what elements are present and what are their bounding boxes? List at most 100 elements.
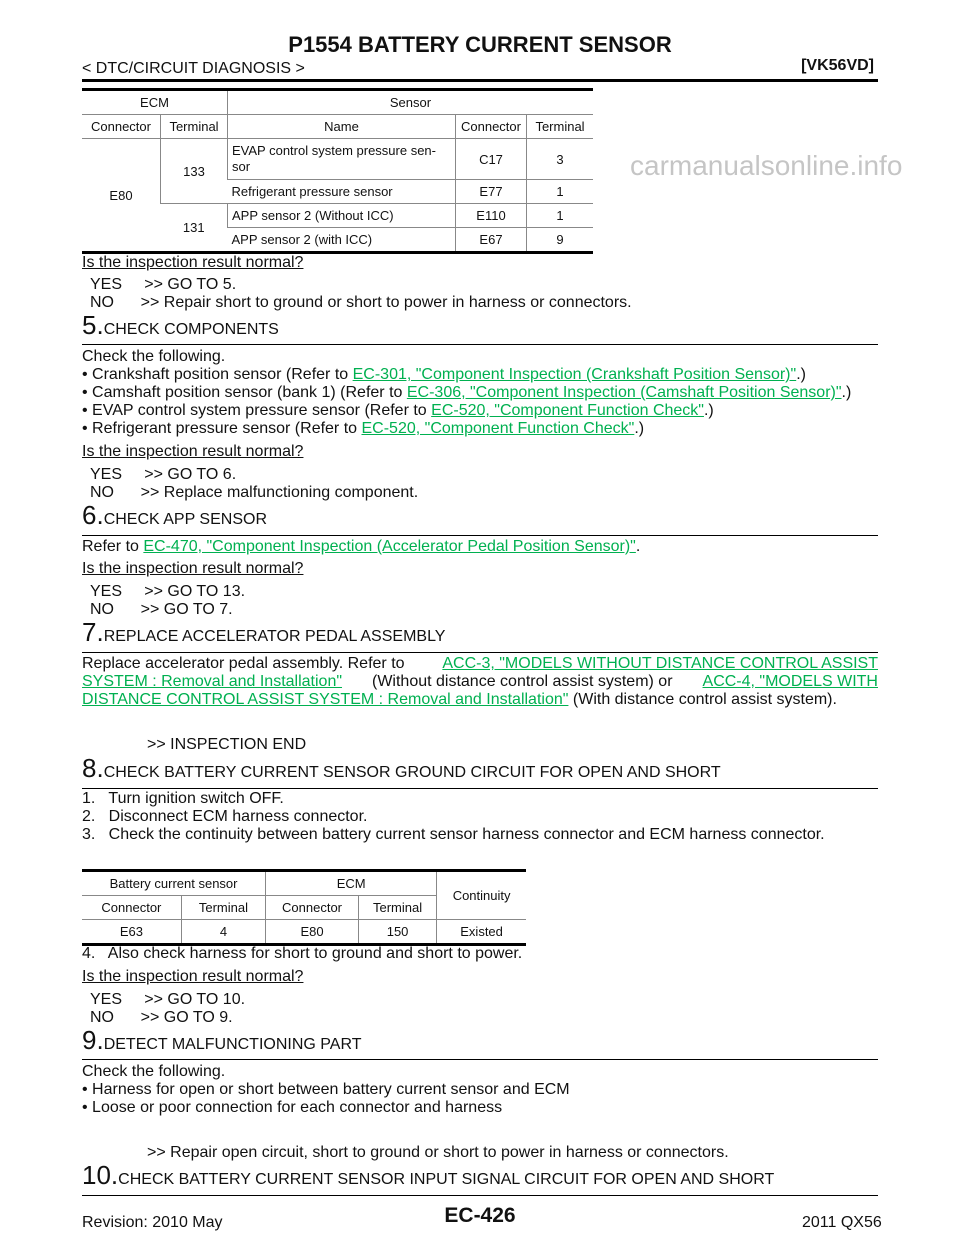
text: (Without distance control assist system)… [367,673,677,690]
cell: C17 [455,138,527,180]
text: Refer to EC-470, "Component Inspection (… [82,538,640,556]
th-terminal: Terminal [180,895,266,920]
step-title: DETECT MALFUNCTIONING PART [103,1036,362,1053]
link-acc-3[interactable]: ACC-3, "MODELS WITHOUT DISTANCE CONTROL … [442,655,878,672]
th-continuity: Continuity [436,869,526,920]
step-6-heading: 6.CHECK APP SENSOR [82,502,267,529]
text: • Refrigerant pressure sensor (Refer to [82,420,362,437]
cell: 3 [526,138,593,180]
cell: E80 [265,919,359,946]
watermark: carmanualsonline.info [630,150,903,181]
yes-result: YES >> GO TO 10. [90,991,246,1008]
text: .) [796,366,806,383]
link-ec-520[interactable]: EC-520, "Component Function Check" [431,402,704,419]
step-9-heading: 9.DETECT MALFUNCTIONING PART [82,1027,362,1054]
link-acc-4[interactable]: DISTANCE CONTROL ASSIST SYSTEM : Removal… [82,691,569,708]
th-bcs: Battery current sensor [82,869,266,896]
question: Is the inspection result normal? [82,254,304,271]
cell: 150 [357,919,437,946]
step-number: 5. [82,310,104,340]
cell: 133 [160,138,228,204]
step-number: 9. [82,1025,104,1055]
bullet: • EVAP control system pressure sensor (R… [82,402,714,420]
step-number: 10. [82,1160,119,1190]
step-title: CHECK BATTERY CURRENT SENSOR INPUT SIGNA… [118,1171,775,1188]
list-item: 4. Also check harness for short to groun… [82,945,523,962]
divider [82,344,878,345]
cell: E77 [455,179,527,204]
step-title: REPLACE ACCELERATOR PEDAL ASSEMBLY [103,628,446,645]
cell: 1 [526,179,593,204]
step-number: 6. [82,500,104,530]
th-terminal: Terminal [357,895,437,920]
result-text: >> Repair open circuit, short to ground … [147,1144,729,1161]
text: .) [634,420,645,437]
link-ec-306[interactable]: EC-306, "Component Inspection (Camshaft … [406,384,842,401]
yes-result: YES >> GO TO 5. [90,276,237,293]
list-item: 3. Check the continuity between battery … [82,826,825,843]
page-title: P1554 BATTERY CURRENT SENSOR [288,32,672,57]
th-terminal: Terminal [526,114,593,139]
text: DISTANCE CONTROL ASSIST SYSTEM : Removal… [82,691,837,709]
bullet: • Camshaft position sensor (bank 1) (Ref… [82,384,851,402]
cell: 4 [180,919,266,946]
text: • EVAP control system pressure sensor (R… [82,402,432,419]
step-title: CHECK BATTERY CURRENT SENSOR GROUND CIRC… [103,764,721,781]
cell: Existed [436,919,526,946]
list-item: 2. Disconnect ECM harness connector. [82,808,368,825]
link-ec-470[interactable]: EC-470, "Component Inspection (Accelerat… [143,538,636,555]
divider [82,788,878,789]
text: SYSTEM : Removal and Installation" (With… [82,673,878,691]
text: . [635,538,641,555]
text: (With distance control assist system). [568,691,837,708]
bullet: • Harness for open or short between batt… [82,1081,570,1098]
list-item: 1. Turn ignition switch OFF. [82,790,284,807]
yes-result: YES >> GO TO 6. [90,466,237,483]
footer-model: 2011 QX56 [802,1214,882,1231]
no-result: NO >> Repair short to ground or short to… [90,294,632,311]
cell: E80 [82,138,161,254]
step-number: 8. [82,753,104,783]
link-acc-4[interactable]: ACC-4, "MODELS WITH [702,673,878,690]
question: Is the inspection result normal? [82,560,304,577]
divider [82,652,878,653]
revision-label: Revision: 2010 May [82,1214,223,1231]
cell: E110 [455,203,527,228]
cell: APP sensor 2 (with ICC) [227,227,456,254]
step-number: 7. [82,617,104,647]
text: .) [703,402,714,419]
step-8-heading: 8.CHECK BATTERY CURRENT SENSOR GROUND CI… [82,755,721,782]
bullet: • Crankshaft position sensor (Refer to E… [82,366,806,384]
section-label: < DTC/CIRCUIT DIAGNOSIS > [82,60,305,77]
th-connector: Connector [82,895,182,920]
inspection-end: >> INSPECTION END [147,736,307,753]
text: • Camshaft position sensor (bank 1) (Ref… [82,384,407,401]
cell: EVAP control system pressure sen- sor [227,138,456,180]
cell: APP sensor 2 (Without ICC) [227,203,456,228]
step-title: CHECK COMPONENTS [103,321,279,338]
step-10-heading: 10.CHECK BATTERY CURRENT SENSOR INPUT SI… [82,1162,775,1189]
model-label: [VK56VD] [801,57,874,74]
step-5-heading: 5.CHECK COMPONENTS [82,312,279,339]
bullet: • Refrigerant pressure sensor (Refer to … [82,420,644,438]
cell: Refrigerant pressure sensor [227,179,456,204]
link-ec-301[interactable]: EC-301, "Component Inspection (Crankshaf… [352,366,797,383]
th-connector: Connector [265,895,359,920]
no-result: NO >> GO TO 9. [90,1009,233,1026]
cell: 131 [160,203,228,254]
yes-result: YES >> GO TO 13. [90,583,246,600]
cell: 9 [526,227,593,254]
th-connector: Connector [455,114,527,139]
text: .) [841,384,852,401]
th-terminal: Terminal [160,114,228,139]
th-ecm: ECM [82,88,228,115]
link-acc-3[interactable]: SYSTEM : Removal and Installation" [82,673,343,690]
link-ec-520[interactable]: EC-520, "Component Function Check" [361,420,635,437]
